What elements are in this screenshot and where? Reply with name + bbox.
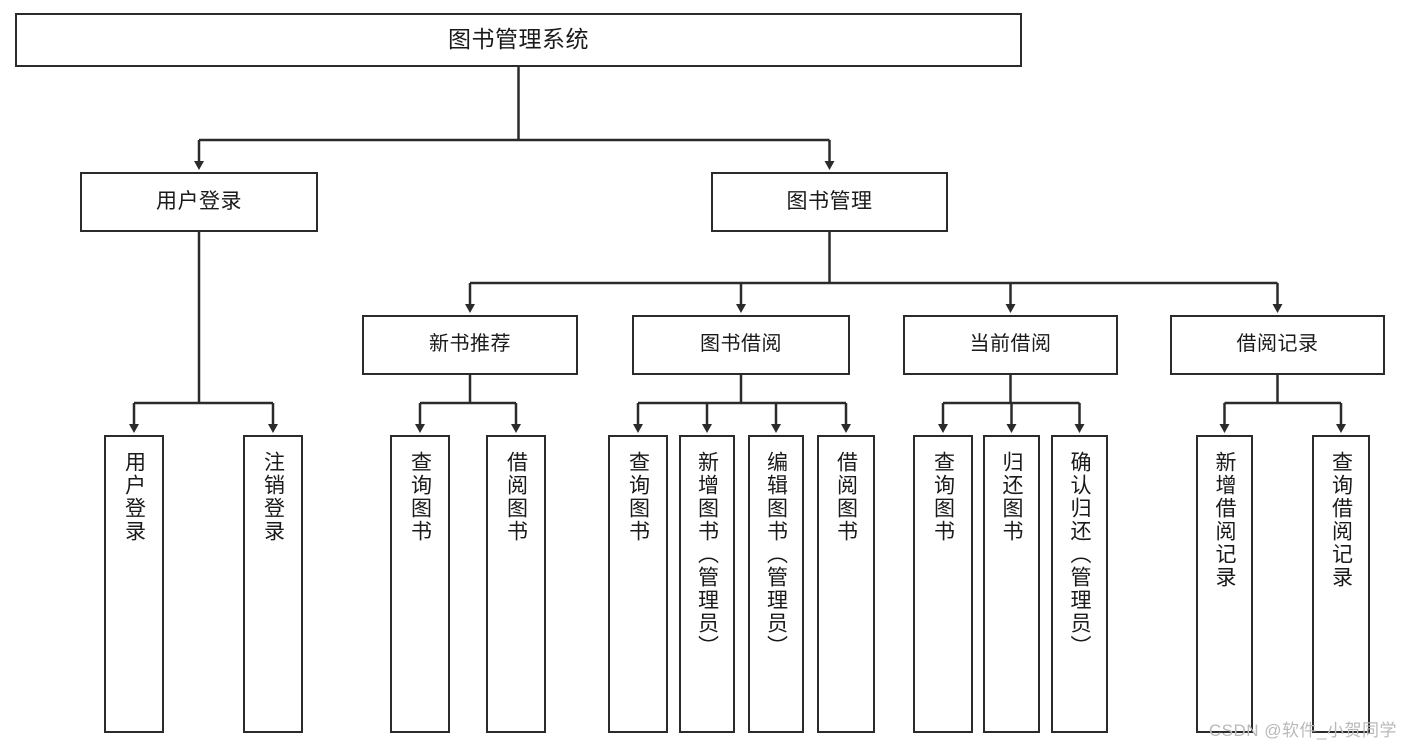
node-label: 图书管理系统	[448, 26, 589, 53]
node-login[interactable]: 用户登录	[80, 172, 318, 232]
node-records[interactable]: 借阅记录	[1170, 315, 1385, 375]
watermark-text: CSDN @软件_小贺同学	[1208, 721, 1397, 740]
node-label: 借阅记录	[1236, 333, 1319, 356]
node-label: 借阅图书	[504, 451, 528, 543]
node-label: 查询图书	[931, 451, 955, 543]
node-l8[interactable]: 借阅图书	[817, 435, 875, 733]
node-l9[interactable]: 查询图书	[913, 435, 973, 733]
node-l2[interactable]: 注销登录	[243, 435, 303, 733]
node-label: 查询图书	[626, 451, 650, 543]
node-label: 查询图书	[408, 451, 432, 543]
node-l6[interactable]: 新增图书（管理员）	[679, 435, 735, 733]
node-label: 新书推荐	[429, 333, 511, 356]
node-l10[interactable]: 归还图书	[983, 435, 1040, 733]
node-l7[interactable]: 编辑图书（管理员）	[748, 435, 804, 733]
node-label: 用户登录	[156, 189, 242, 213]
node-label: 确认归还（管理员）	[1068, 451, 1091, 658]
node-label: 编辑图书（管理员）	[764, 451, 788, 658]
node-label: 借阅图书	[834, 451, 858, 543]
node-l13[interactable]: 查询借阅记录	[1312, 435, 1370, 733]
node-current[interactable]: 当前借阅	[903, 315, 1118, 375]
node-label: 用户登录	[122, 451, 146, 543]
node-label: 图书借阅	[700, 333, 782, 356]
node-root[interactable]: 图书管理系统	[15, 13, 1022, 67]
node-label: 归还图书	[1000, 451, 1023, 543]
node-bookmgmt[interactable]: 图书管理	[711, 172, 948, 232]
node-l4[interactable]: 借阅图书	[486, 435, 546, 733]
node-borrow[interactable]: 图书借阅	[632, 315, 850, 375]
node-l11[interactable]: 确认归还（管理员）	[1051, 435, 1108, 733]
node-l12[interactable]: 新增借阅记录	[1196, 435, 1253, 733]
node-newbook[interactable]: 新书推荐	[362, 315, 578, 375]
node-label: 当前借阅	[969, 333, 1052, 356]
node-l5[interactable]: 查询图书	[608, 435, 668, 733]
node-label: 查询借阅记录	[1329, 451, 1353, 589]
node-label: 注销登录	[261, 451, 285, 543]
node-l3[interactable]: 查询图书	[390, 435, 450, 733]
node-label: 新增借阅记录	[1213, 451, 1236, 589]
node-label: 新增图书（管理员）	[695, 451, 719, 658]
node-l1[interactable]: 用户登录	[104, 435, 164, 733]
node-label: 图书管理	[786, 189, 873, 213]
